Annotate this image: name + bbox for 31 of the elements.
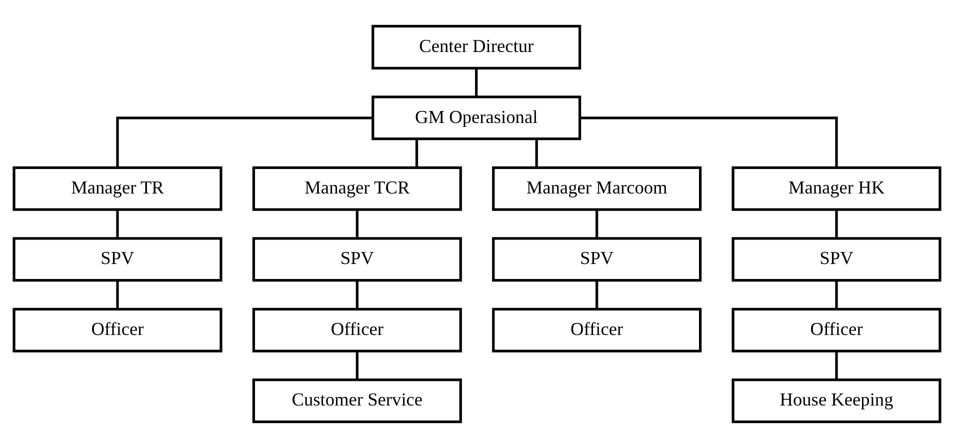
connector <box>835 351 838 380</box>
node-box: GM Operasional <box>372 96 582 140</box>
connector <box>596 280 598 309</box>
node-box: Officer <box>732 308 942 352</box>
connector <box>580 116 838 168</box>
node-box: SPV <box>12 237 222 282</box>
connector <box>116 210 119 238</box>
connector <box>356 280 358 309</box>
connector <box>356 210 358 238</box>
connector <box>835 280 838 309</box>
node-box: Officer <box>492 308 702 352</box>
node-box: Manager HK <box>732 166 942 211</box>
node-box: House Keeping <box>732 378 942 424</box>
node-box: Manager TCR <box>252 166 462 211</box>
node-box: SPV <box>732 237 942 282</box>
connector <box>475 68 478 97</box>
connector <box>116 280 119 309</box>
node-box: SPV <box>492 237 702 282</box>
connector <box>116 116 373 168</box>
node-box: SPV <box>252 237 462 282</box>
connector <box>535 139 538 168</box>
node-box: Manager Marcoom <box>492 166 702 211</box>
connector <box>596 210 598 238</box>
node-box: Officer <box>252 308 462 352</box>
node-box: Customer Service <box>252 378 462 424</box>
node-box: Manager TR <box>12 166 222 211</box>
node-box: Officer <box>12 308 222 352</box>
connector <box>356 351 358 380</box>
connector <box>415 139 418 168</box>
connector <box>835 210 838 238</box>
node-box: Center Directur <box>372 24 582 70</box>
